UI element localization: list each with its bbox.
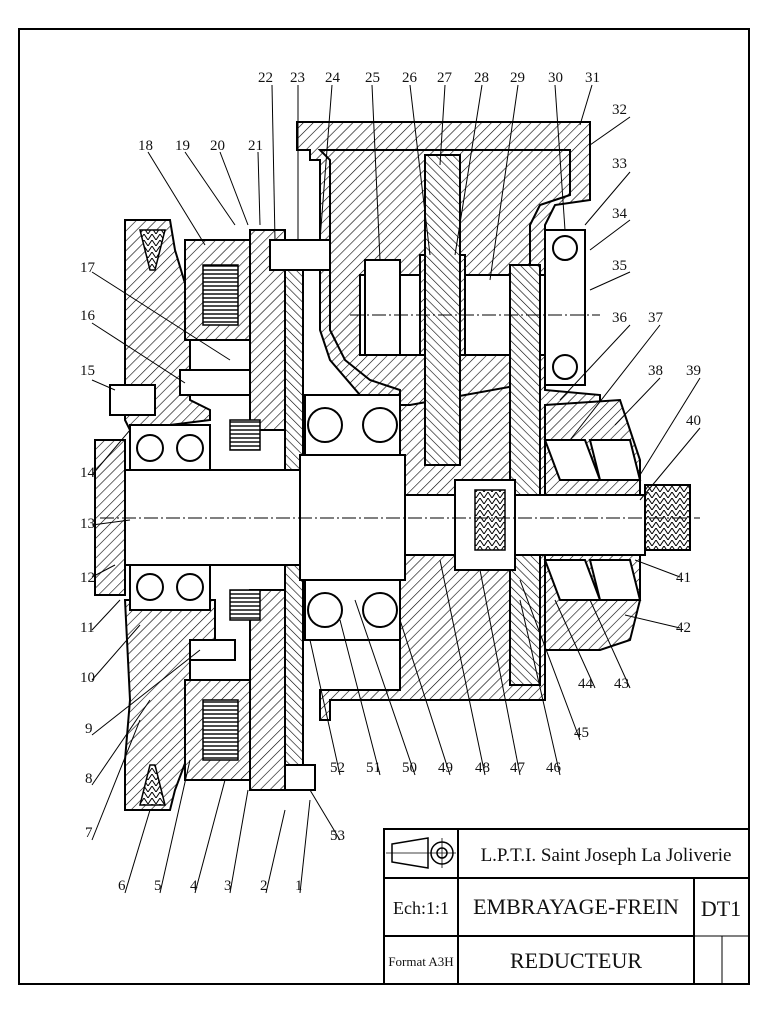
label-37: 37 [648, 310, 664, 326]
spring-lower [229, 589, 261, 621]
label-6: 6 [118, 878, 126, 894]
label-19: 19 [175, 138, 190, 154]
label-52: 52 [330, 760, 345, 776]
label-24: 24 [325, 70, 341, 86]
label-46: 46 [546, 760, 562, 776]
label-49: 49 [438, 760, 453, 776]
label-20: 20 [210, 138, 225, 154]
label-34: 34 [612, 206, 628, 222]
leader-lines [91, 84, 701, 894]
pin-9 [189, 639, 236, 661]
label-1: 1 [295, 878, 303, 894]
label-21: 21 [248, 138, 263, 154]
gear-wheel-46 [509, 264, 541, 686]
label-5: 5 [154, 878, 162, 894]
screw-53 [284, 764, 316, 791]
projection-symbol [386, 837, 456, 869]
label-9: 9 [85, 721, 93, 737]
school-name: L.P.T.I. Saint Joseph La Joliverie [481, 845, 732, 866]
doc-id: DT1 [701, 896, 741, 921]
assembly-section [94, 121, 700, 811]
screw-24 [269, 239, 331, 271]
scale-text: Ech:1:1 [393, 898, 449, 918]
output-shaft [404, 494, 646, 556]
label-51: 51 [366, 760, 381, 776]
central-bearings [304, 394, 401, 641]
tapered-bearing-right [588, 439, 642, 601]
coil-bottom [202, 699, 239, 761]
label-16: 16 [80, 308, 96, 324]
label-17: 17 [80, 260, 96, 276]
label-48: 48 [475, 760, 490, 776]
title-block: L.P.T.I. Saint Joseph La Joliverie Ech:1… [383, 828, 750, 985]
label-25: 25 [365, 70, 380, 86]
coil-top [202, 264, 239, 326]
label-43: 43 [614, 676, 629, 692]
screw-15 [109, 384, 156, 416]
label-45: 45 [574, 725, 589, 741]
label-50: 50 [402, 760, 417, 776]
label-3: 3 [224, 878, 232, 894]
label-36: 36 [612, 310, 628, 326]
label-15: 15 [80, 363, 95, 379]
label-28: 28 [474, 70, 489, 86]
label-7: 7 [85, 825, 93, 841]
label-32: 32 [612, 102, 627, 118]
belt-groove-bottom [139, 764, 166, 806]
label-29: 29 [510, 70, 525, 86]
label-18: 18 [138, 138, 153, 154]
label-31: 31 [585, 70, 600, 86]
format-text: Format A3H [388, 954, 453, 969]
label-53: 53 [330, 828, 345, 844]
label-41: 41 [676, 570, 691, 586]
label-42: 42 [676, 620, 691, 636]
label-23: 23 [290, 70, 305, 86]
label-27: 27 [437, 70, 453, 86]
label-13: 13 [80, 516, 95, 532]
part-labels: 1 2 3 4 5 6 7 8 9 10 11 12 13 14 15 16 1… [80, 70, 701, 894]
label-10: 10 [80, 670, 95, 686]
label-12: 12 [80, 570, 95, 586]
label-8: 8 [85, 771, 93, 787]
label-44: 44 [578, 676, 594, 692]
label-11: 11 [80, 620, 94, 636]
label-40: 40 [686, 413, 701, 429]
gear-wheel-27 [424, 154, 461, 466]
belt-groove-top [139, 229, 166, 271]
pulley-body [123, 219, 216, 811]
label-38: 38 [648, 363, 663, 379]
label-39: 39 [686, 363, 701, 379]
screw-16 [179, 369, 251, 396]
left-bearings [129, 424, 211, 611]
label-22: 22 [258, 70, 273, 86]
label-2: 2 [260, 878, 268, 894]
label-30: 30 [548, 70, 563, 86]
label-4: 4 [190, 878, 198, 894]
label-47: 47 [510, 760, 526, 776]
needle-bearing [364, 259, 401, 356]
label-33: 33 [612, 156, 627, 172]
title-line1: EMBRAYAGE-FREIN [473, 894, 679, 919]
label-26: 26 [402, 70, 418, 86]
label-14: 14 [80, 465, 96, 481]
title-line2: REDUCTEUR [510, 948, 642, 973]
spring-upper [229, 419, 261, 451]
label-35: 35 [612, 258, 627, 274]
